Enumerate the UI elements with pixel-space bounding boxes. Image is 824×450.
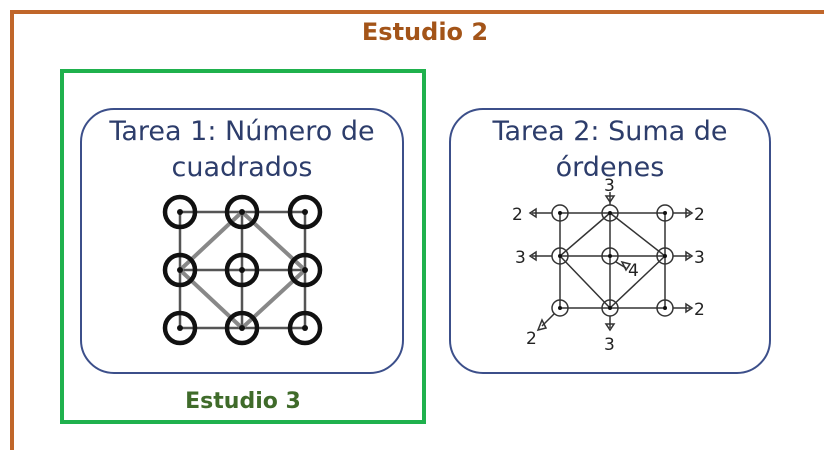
task-2-title-line-2: órdenes [555, 152, 665, 183]
tilted-edge [178, 268, 244, 330]
grid-point [162, 252, 198, 288]
study-3-title: Estudio 3 [185, 389, 301, 414]
task-2-order-diagram: 3 2 2 3 4 3 2 3 2 [512, 176, 705, 355]
grid-point [162, 194, 198, 230]
task-1-title-line-2: cuadrados [171, 152, 313, 183]
grid-point [287, 252, 323, 288]
grid-point [601, 247, 619, 265]
grid-point [287, 310, 323, 346]
grid-point [224, 194, 260, 230]
grid-point [287, 194, 323, 230]
order-label-bottom: 3 [604, 335, 615, 355]
grid-point [551, 299, 569, 317]
study-2-title: Estudio 2 [361, 18, 489, 46]
task-1-title-line-1: Tarea 1: Número de [109, 116, 375, 147]
outer-frame [10, 10, 824, 450]
task-1-title: Tarea 1: Número de cuadrados [82, 114, 402, 186]
order-label-top-right: 2 [694, 205, 705, 225]
order-label-middle-left: 3 [515, 248, 526, 268]
study-3-frame [60, 69, 426, 424]
grid-point [162, 310, 198, 346]
order-label-bottom-right: 2 [694, 300, 705, 320]
order-label-top: 3 [604, 176, 615, 196]
tilted-edge [178, 210, 244, 272]
grid-point [224, 252, 260, 288]
order-label-bottom-left: 2 [526, 329, 537, 349]
task-2-title-line-1: Tarea 2: Suma de [492, 116, 728, 147]
task-1-grid-diagram [162, 194, 323, 346]
order-label-center: 4 [628, 261, 639, 281]
order-label-top-left: 2 [512, 205, 523, 225]
task-2-title: Tarea 2: Suma de órdenes [451, 114, 769, 186]
order-label-middle-right: 3 [694, 248, 705, 268]
grid-point [224, 310, 260, 346]
